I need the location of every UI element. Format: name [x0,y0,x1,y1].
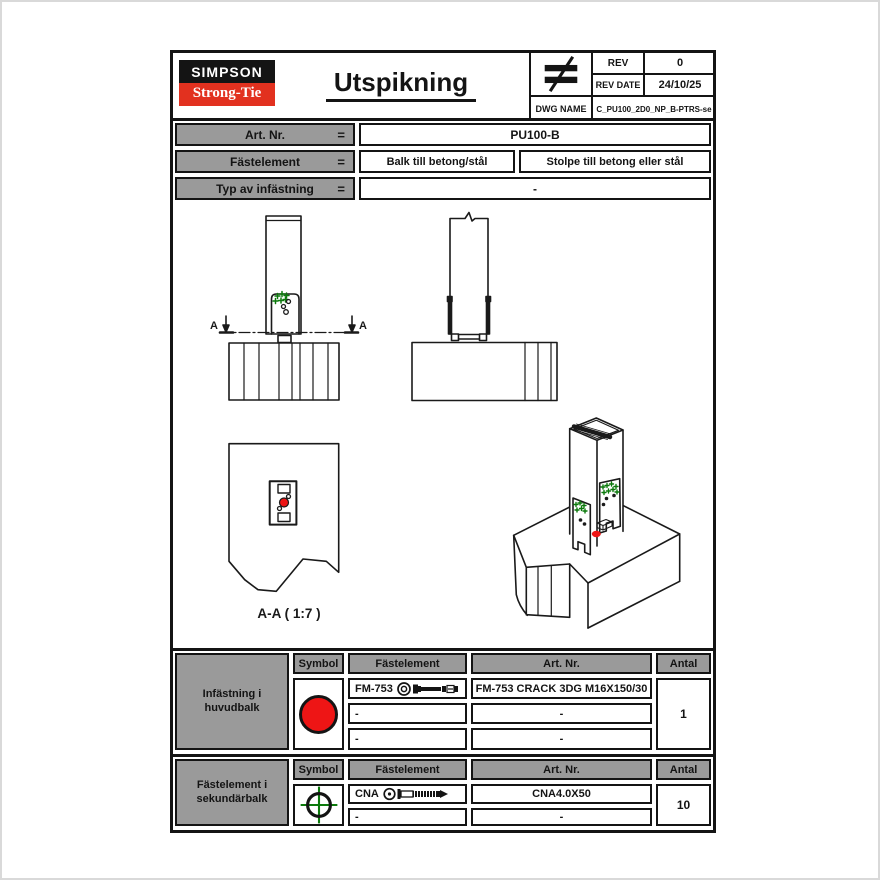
art-nr-cell: CNA4.0X50 [471,784,652,804]
divider [173,754,713,757]
section-marker-right: A [343,315,367,334]
side-view [411,211,558,402]
symbol-cell [293,678,344,750]
logo-simpson: SIMPSON [179,60,275,83]
divider [173,648,713,651]
art-nr-cell: - [471,808,652,826]
info-value-fastelement-2: Stolpe till betong eller stål [519,150,711,173]
fastener-cell: - [348,703,467,724]
equals-sign: = [337,127,345,142]
section-scale-label: A-A ( 1:7 ) [257,606,320,621]
iso-nail-marks-green [573,481,620,514]
beam-end-lines [524,341,552,402]
rev-label: REV [593,53,645,75]
section-marker-left: A [210,315,235,334]
rev-date-value: 24/10/25 [645,75,715,97]
beam-plank-lines [243,342,329,401]
page-title: Utspikning [281,67,521,102]
title-block: SIMPSON Strong-Tie Utspikning REV 0 REV … [173,53,715,121]
technical-drawing: A A [210,211,681,629]
dwg-name-value: C_PU100_2D0_NP_B-PTRS-se [596,104,712,114]
col-header-symbol: Symbol [293,653,344,674]
rev-value: 0 [645,53,715,75]
col-header-fastelement: Fästelement [348,759,467,780]
section-a-a: A-A ( 1:7 ) [228,442,340,621]
fastener-cell: CNA [348,784,467,804]
logo-strongtie: Strong-Tie [179,83,275,106]
table-row-label: Fästelement i sekundärbalk [175,759,289,826]
equals-sign: = [337,181,345,196]
fastener-cell: - [348,808,467,826]
svg-text:A: A [210,320,218,332]
not-equal-symbol-cell [531,53,593,97]
hole-marks [280,298,292,315]
antal-cell: 10 [656,784,711,826]
iso-anchor-marker-red [591,530,601,538]
simpson-strongtie-logo: SIMPSON Strong-Tie [179,60,275,106]
cna-nail-icon [383,787,448,801]
isometric-view [512,417,681,629]
info-value-art-nr: PU100-B [359,123,711,146]
col-header-fastelement: Fästelement [348,653,467,674]
nail-marks-green [272,290,290,305]
front-view: A A [210,215,367,401]
post-break-hatch [571,423,613,440]
revision-block: REV 0 REV DATE 24/10/25 DWG NAME C_PU100… [529,53,715,121]
red-circle-symbol [299,694,338,734]
info-label-art-nr: Art. Nr. = [175,123,355,146]
antal-cell: 1 [656,678,711,750]
info-value-typ: - [359,177,711,200]
art-nr-cell: FM-753 CRACK 3DG M16X150/30 [471,678,652,699]
rev-date-label: REV DATE [593,75,645,97]
col-header-symbol: Symbol [293,759,344,780]
iso-hole-marks [578,493,616,526]
fm753-anchor-icon [397,681,458,696]
green-crosshair-symbol [300,786,337,824]
fastener-cell: FM-753 [348,678,467,699]
anchor-marker-red [278,497,290,508]
col-header-art-nr: Art. Nr. [471,759,652,780]
table-row-label: Infästning i huvudbalk [175,653,289,750]
col-header-antal: Antal [656,759,711,780]
info-label-typ-av-infastning: Typ av infästning = [175,177,355,200]
info-value-fastelement-1: Balk till betong/stål [359,150,515,173]
equals-sign: = [337,154,345,169]
art-nr-cell: - [471,728,652,750]
col-header-art-nr: Art. Nr. [471,653,652,674]
info-label-fastelement: Fästelement = [175,150,355,173]
drawing-sheet: SIMPSON Strong-Tie Utspikning REV 0 REV … [170,50,716,833]
col-header-antal: Antal [656,653,711,674]
dwg-name-label: DWG NAME [531,97,593,121]
not-equal-icon [544,55,578,93]
bracket-side-profile [446,295,492,342]
iso-concrete-block [512,491,681,629]
art-nr-cell: - [471,703,652,724]
svg-text:A: A [359,320,367,332]
symbol-cell [293,784,344,826]
fastener-cell: - [348,728,467,750]
